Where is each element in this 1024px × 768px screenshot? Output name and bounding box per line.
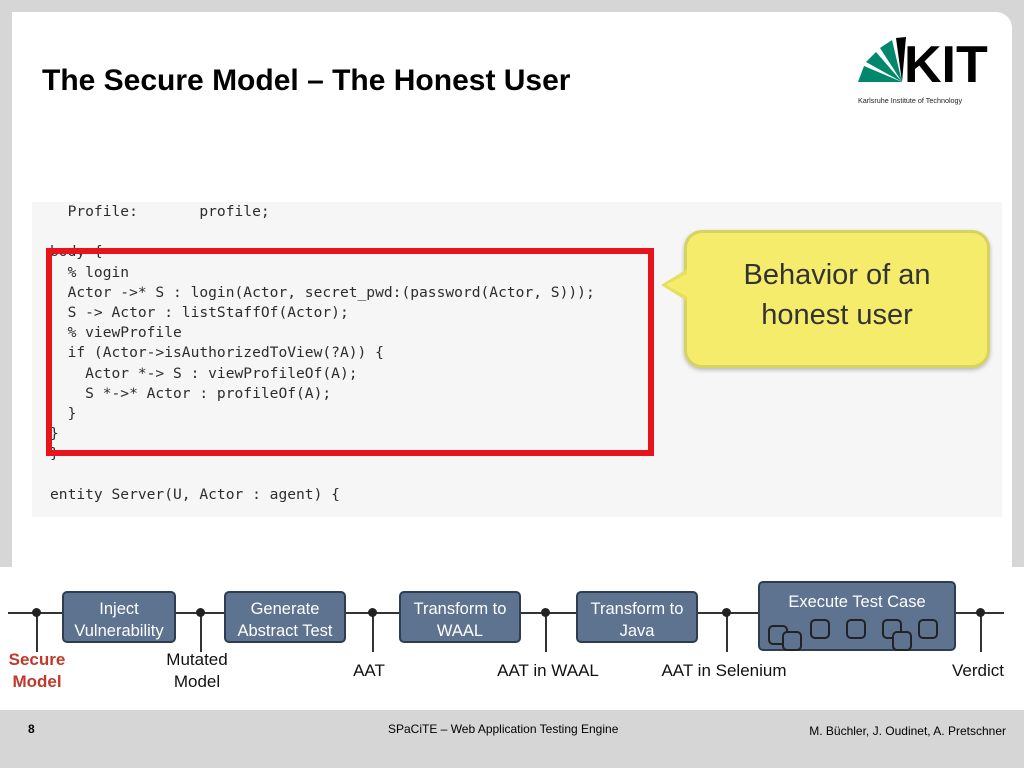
code-line: S *->* Actor : profileOf(A); — [50, 384, 332, 402]
callout-line-1: Behavior of an — [743, 259, 931, 291]
pipeline-dot — [32, 608, 41, 617]
pipeline-connector — [372, 612, 374, 652]
pipeline-connector — [726, 612, 728, 652]
kit-logo-mark: KIT — [858, 36, 988, 94]
page-number: 8 — [28, 722, 35, 736]
step-label: Transform to — [413, 600, 507, 618]
pipeline-dot — [722, 608, 731, 617]
pipeline-dot — [196, 608, 205, 617]
kit-logo-subtitle: Karlsruhe Institute of Technology — [858, 96, 963, 105]
code-line: Profile: profile; — [50, 203, 270, 220]
verdict-label: Verdict — [952, 661, 1004, 680]
code-line: Actor ->* S : login(Actor, secret_pwd:(p… — [50, 283, 595, 301]
pipeline-connector — [200, 612, 202, 652]
test-node-icon — [846, 619, 866, 639]
aat-in-selenium-label: AAT in Selenium — [661, 661, 787, 680]
step-label: Java — [619, 622, 655, 640]
pipeline-connector — [980, 612, 982, 652]
slide-title: The Secure Model – The Honest User — [42, 64, 571, 97]
slide: The Secure Model – The Honest User KIT K… — [12, 12, 1012, 567]
pipeline-dot — [541, 608, 550, 617]
step-inject-vulnerability: Inject Vulnerability — [62, 591, 176, 643]
code-line: % viewProfile — [50, 324, 182, 342]
callout-bubble: Behavior of an honest user — [661, 230, 990, 368]
pipeline-connector — [545, 612, 547, 652]
test-node-icon — [892, 631, 912, 651]
code-text: Profile: profile; body { % login Actor -… — [50, 202, 595, 505]
slide-footer: 8 SPaCiTE – Web Application Testing Engi… — [0, 710, 1024, 768]
step-transform-java: Transform to Java — [576, 591, 698, 643]
secure-model-label: Secure Model — [8, 650, 66, 691]
step-label: WAAL — [436, 622, 484, 640]
pipeline-connector — [36, 612, 38, 652]
code-line: } — [50, 405, 77, 423]
step-generate-abstract-test: Generate Abstract Test — [224, 591, 346, 643]
step-label: Vulnerability — [74, 622, 164, 640]
step-label: Execute Test Case — [788, 593, 926, 611]
footer-authors: M. Büchler, J. Oudinet, A. Pretschner — [809, 724, 1006, 738]
step-execute-test-case: Execute Test Case — [758, 581, 956, 651]
callout-tail-fill — [666, 273, 688, 297]
pipeline-dot — [976, 608, 985, 617]
pipeline-dot — [368, 608, 377, 617]
test-node-icon — [782, 631, 802, 651]
test-node-icon — [810, 619, 830, 639]
highlight-box — [46, 248, 654, 456]
callout-line-2: honest user — [761, 299, 913, 331]
aat-label: AAT — [353, 661, 385, 680]
callout-text: Behavior of an honest user — [687, 255, 987, 335]
code-line: if (Actor->isAuthorizedToView(?A)) { — [50, 344, 384, 362]
code-line: S -> Actor : listStaffOf(Actor); — [50, 304, 349, 322]
aat-in-waal-label: AAT in WAAL — [497, 661, 599, 680]
kit-logo: KIT Karlsruhe Institute of Technology — [858, 36, 988, 108]
step-label: Transform to — [590, 600, 684, 618]
kit-logo-text: KIT — [904, 36, 988, 94]
code-line: entity Server(U, Actor : agent) { — [50, 485, 340, 503]
step-label: Inject — [99, 600, 139, 618]
footer-title: SPaCiTE – Web Application Testing Engine — [388, 722, 619, 736]
code-line: } — [50, 425, 59, 443]
step-label: Generate — [250, 600, 320, 618]
step-label: Abstract Test — [237, 622, 333, 640]
mutated-model-label: Mutated Model — [166, 650, 228, 691]
kit-logo-rays — [858, 37, 906, 82]
test-node-icon — [918, 619, 938, 639]
code-line: % login — [50, 263, 130, 281]
code-line: Actor *-> S : viewProfileOf(A); — [50, 364, 358, 382]
step-transform-waal: Transform to WAAL — [399, 591, 521, 643]
pipeline-diagram: Inject Vulnerability Generate Abstract T… — [0, 567, 1024, 710]
